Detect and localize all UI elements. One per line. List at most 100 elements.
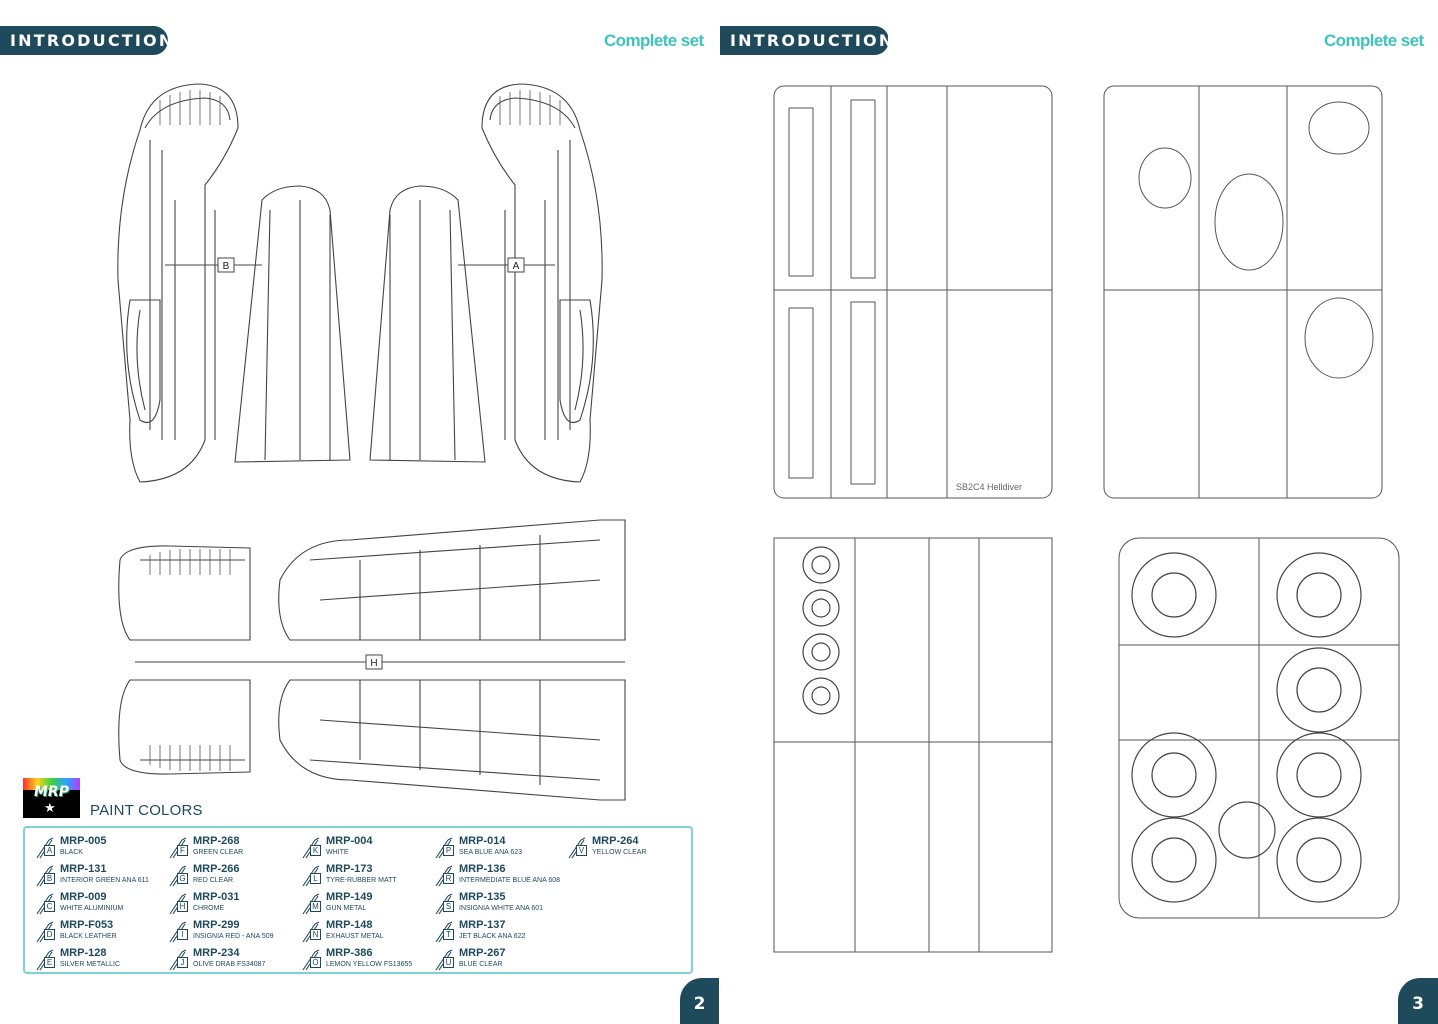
paint-letter: S [443, 901, 454, 912]
set-label: Complete set [1324, 31, 1424, 50]
sprue-label-h: H [370, 658, 377, 669]
paint-colors-title: PAINT COLORS [90, 802, 203, 819]
paint-code: MRP-267 [459, 947, 506, 959]
paint-name: BLACK LEATHER [60, 933, 117, 940]
paint-code: MRP-266 [193, 863, 240, 875]
paint-code: MRP-137 [459, 919, 506, 931]
sprue-drawing-grid: SB2C4 Helldiver [773, 85, 1400, 953]
paint-name: INSIGNIA RED - ANA 509 [193, 933, 274, 940]
paint-name: SILVER METALLIC [60, 961, 121, 968]
sprue-label-a: A [513, 261, 520, 272]
paint-name: INSIGNIA WHITE ANA 601 [459, 905, 544, 912]
paint-letter: C [44, 901, 55, 912]
paint-name: LEMON YELLOW FS13655 [326, 961, 413, 968]
paint-name: INTERMEDIATE BLUE ANA 608 [459, 877, 561, 884]
paint-code: MRP-F053 [60, 919, 114, 931]
paint-name: WHITE [326, 849, 349, 856]
paint-letter: L [310, 873, 321, 884]
paint-code: MRP-014 [459, 835, 506, 847]
paint-letter: J [177, 957, 188, 968]
paint-code: MRP-004 [326, 835, 373, 847]
paint-name: YELLOW CLEAR [592, 849, 647, 856]
paint-name: JET BLACK ANA 622 [459, 933, 526, 940]
paint-name: INTERIOR GREEN ANA 611 [60, 877, 149, 884]
paint-letter: N [310, 929, 321, 940]
page-number: 2 [680, 978, 719, 1024]
paint-letter: E [44, 957, 55, 968]
paint-code: MRP-264 [592, 835, 639, 847]
paint-code: MRP-136 [459, 863, 506, 875]
paint-name: GREEN CLEAR [193, 849, 244, 856]
paint-name: CHROME [193, 905, 225, 912]
set-label: Complete set [604, 31, 704, 50]
paint-letter: K [310, 845, 321, 856]
paint-code: MRP-234 [193, 947, 240, 959]
paint-letter: P [443, 845, 454, 856]
paint-letter: O [310, 957, 321, 968]
sprue-sheet-label: SB2C4 Helldiver [956, 482, 1022, 492]
paint-letter: H [177, 901, 188, 912]
mrp-logo: MRP ★ [23, 778, 80, 818]
paint-name: RED CLEAR [193, 877, 234, 884]
paint-code: MRP-009 [60, 891, 107, 903]
paint-letter: B [44, 873, 55, 884]
paint-code: MRP-173 [326, 863, 373, 875]
paint-letter: A [44, 845, 55, 856]
paint-name: WHITE ALUMINIUM [60, 905, 124, 912]
sprue-label-b: B [223, 261, 230, 272]
paint-code: MRP-148 [326, 919, 373, 931]
paint-code: MRP-149 [326, 891, 373, 903]
section-header-tab: INTRODUCTION [0, 26, 172, 55]
paint-name: TYRE-RUBBER MATT [326, 877, 397, 884]
paint-letter: G [177, 873, 188, 884]
paint-letter: U [443, 957, 454, 968]
paint-code: MRP-131 [60, 863, 107, 875]
paint-name: SEA BLUE ANA 623 [459, 849, 523, 856]
paint-code: MRP-268 [193, 835, 240, 847]
paint-name: GUN METAL [326, 905, 367, 912]
paint-name: BLUE CLEAR [459, 961, 503, 968]
page-left: INTRODUCTION Complete set [0, 26, 719, 1024]
paint-code: MRP-031 [193, 891, 240, 903]
page-number: 3 [1398, 978, 1438, 1024]
paint-code: MRP-386 [326, 947, 373, 959]
paint-name: OLIVE DRAB FS34087 [193, 961, 266, 968]
logo-text: MRP [34, 784, 69, 800]
paint-name: BLACK [60, 849, 83, 856]
paint-code: MRP-005 [60, 835, 107, 847]
paint-code: MRP-135 [459, 891, 506, 903]
paint-letter: T [443, 929, 454, 940]
page-right: INTRODUCTION Complete set [719, 0, 1438, 1024]
paint-letter: I [177, 929, 188, 940]
paint-letter: F [177, 845, 188, 856]
section-header-tab: INTRODUCTION [720, 26, 892, 55]
paint-code: MRP-299 [193, 919, 240, 931]
paint-code: MRP-128 [60, 947, 107, 959]
paint-letter: D [44, 929, 55, 940]
paint-letter: M [310, 901, 321, 912]
sprue-drawing-fuselage: B A H [117, 83, 626, 801]
paint-name: EXHAUST METAL [326, 933, 384, 940]
